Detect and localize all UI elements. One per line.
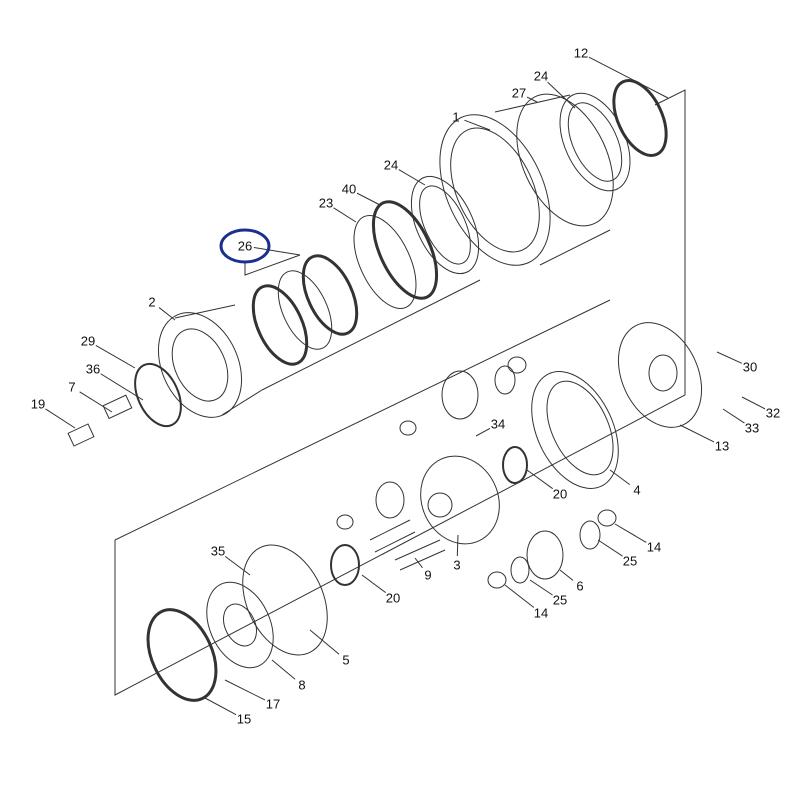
leader-line-12: [588, 56, 669, 99]
leader-line-19: [45, 408, 76, 429]
part-gear: [441, 370, 479, 420]
callout-29: 29: [80, 333, 96, 349]
callout-19: 19: [30, 396, 46, 412]
leader-line-36: [100, 373, 144, 401]
part-23-ring: [353, 214, 417, 310]
leader-line-5: [309, 629, 340, 655]
callout-17: 17: [265, 696, 281, 712]
leader-line-20b: [361, 574, 387, 594]
callout-5: 5: [342, 652, 350, 668]
leader-line-9: [414, 557, 423, 569]
leader-line-2: [158, 307, 176, 321]
callout-3: 3: [453, 557, 461, 573]
leader-line-25a: [597, 539, 623, 557]
leader-line-20a: [526, 469, 554, 490]
part-6-gear: [526, 530, 564, 580]
part-9-pin: [394, 539, 446, 571]
leader-line-24b: [398, 169, 426, 186]
callout-15: 15: [236, 711, 252, 727]
leader-line-4: [609, 469, 631, 486]
callout-7: 7: [68, 379, 76, 395]
leader-line-32: [741, 396, 766, 410]
callout-23: 23: [318, 195, 334, 211]
part-7-shaft: [102, 394, 133, 420]
leader-line-40: [356, 192, 381, 206]
leader-line-26: [253, 246, 301, 256]
callout-36: 36: [85, 361, 101, 377]
part-40-ring: [371, 200, 439, 300]
part-20-ring: [502, 446, 528, 484]
callout-34: 34: [490, 416, 506, 432]
callout-2: 2: [148, 294, 156, 310]
leader-line-14b: [504, 584, 535, 608]
leader-line-8: [271, 659, 296, 680]
part-3-carrier: [420, 455, 500, 545]
leader-line-29: [95, 345, 136, 369]
callout-14b: 14: [533, 605, 549, 621]
leader-line-33: [722, 408, 745, 424]
callout-25b: 25: [552, 592, 568, 608]
callout-14a: 14: [646, 539, 662, 555]
callout-12: 12: [573, 45, 589, 61]
leader-line-3: [456, 534, 459, 557]
callout-35: 35: [210, 543, 226, 559]
leader-line-23: [333, 207, 357, 223]
leader-line-1: [464, 119, 491, 131]
leader-line-6: [559, 569, 574, 581]
callout-27: 27: [511, 85, 527, 101]
leader-line-17: [224, 679, 266, 701]
leader-line-7: [79, 391, 113, 413]
part-1-housing: [439, 114, 551, 266]
callout-1: 1: [452, 109, 460, 125]
leader-line-14a: [614, 523, 647, 543]
part-2-housing: [157, 312, 243, 418]
callout-9: 9: [424, 567, 432, 583]
callout-25a: 25: [622, 553, 638, 569]
leader-line-25b: [529, 579, 553, 596]
part-12-ring: [612, 79, 668, 157]
leader-line-27: [526, 96, 538, 103]
callout-6: 6: [576, 578, 584, 594]
callout-20a: 20: [552, 486, 568, 502]
part-20-ring: [330, 544, 360, 586]
leader-line-13: [679, 424, 715, 443]
frame-line: [114, 299, 611, 541]
part-15-ring: [146, 608, 218, 702]
callout-26: 26: [237, 238, 253, 254]
callout-33: 33: [744, 420, 760, 436]
leader-line-24a: [547, 81, 576, 109]
frame-line: [114, 89, 686, 696]
callout-32: 32: [765, 405, 781, 421]
leader-line-35: [224, 556, 251, 576]
frame-line: [261, 279, 481, 391]
part-4-ring-gear: [531, 371, 619, 489]
callout-40: 40: [341, 181, 357, 197]
part-29-ring: [134, 362, 182, 428]
part-24-bearing: [559, 92, 631, 192]
highlight-ellipse-26: [219, 228, 271, 264]
part-8-hub: [206, 581, 274, 669]
part-24-bearing: [410, 175, 480, 275]
callout-30: 30: [742, 359, 758, 375]
callout-8: 8: [298, 677, 306, 693]
part-19-collar: [67, 423, 95, 447]
callout-4: 4: [633, 482, 641, 498]
callout-24b: 24: [383, 157, 399, 173]
part-13-cover: [617, 322, 703, 428]
leader-line-15: [204, 697, 237, 716]
part-26-seal: [301, 254, 359, 336]
part-5-housing: [242, 544, 328, 656]
callout-20b: 20: [385, 590, 401, 606]
callout-24a: 24: [533, 68, 549, 84]
leader-line-30: [716, 351, 743, 364]
callout-13: 13: [714, 438, 730, 454]
leader-line-34: [475, 427, 491, 437]
